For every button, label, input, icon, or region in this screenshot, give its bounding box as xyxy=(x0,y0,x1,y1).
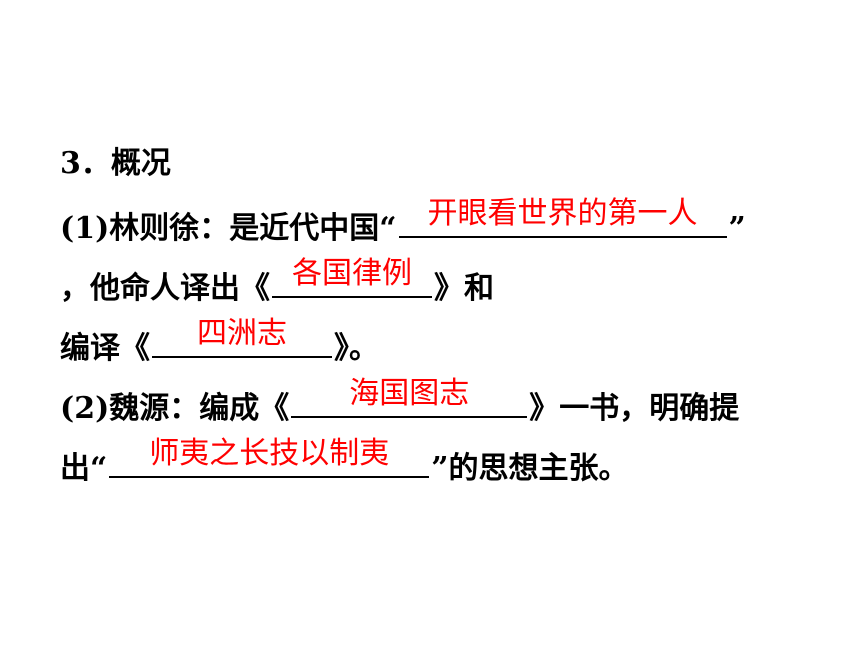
line3-prefix: 编译《 xyxy=(60,331,150,366)
line-idea: 出“ 师夷之长技以制夷 ”的思想主张。 xyxy=(60,438,629,487)
answer-5: 师夷之长技以制夷 xyxy=(149,436,390,471)
answer-1: 开眼看世界的第一人 xyxy=(427,196,698,231)
line-compilation: 编译《 四洲志 》。 xyxy=(60,318,379,367)
line1-prefix: (1)林则徐：是近代中国“ xyxy=(60,211,397,246)
line-lin-zexu-title: (1)林则徐：是近代中国“ 开眼看世界的第一人 ” xyxy=(60,198,746,247)
blank-5: 师夷之长技以制夷 xyxy=(109,438,430,478)
line3-suffix: 》。 xyxy=(334,331,379,366)
blank-3: 四洲志 xyxy=(152,318,332,358)
answer-3: 四洲志 xyxy=(197,316,287,351)
line-wei-yuan: (2)魏源：编成《 海国图志 》一书，明确提 xyxy=(60,378,740,427)
line1-suffix: ” xyxy=(728,211,746,246)
line2-suffix: 》和 xyxy=(434,271,494,306)
blank-4: 海国图志 xyxy=(291,378,528,418)
line2-prefix: ，他命人译出《 xyxy=(60,271,270,306)
line4-prefix: (2)魏源：编成《 xyxy=(60,391,290,426)
line5-suffix: ”的思想主张。 xyxy=(431,451,629,486)
line-translation: ，他命人译出《各国律例》和 xyxy=(60,258,494,307)
blank-1: 开眼看世界的第一人 xyxy=(398,198,727,238)
blank-2: 各国律例 xyxy=(272,258,432,298)
answer-2: 各国律例 xyxy=(292,256,412,291)
heading-text: 3．概况 xyxy=(60,146,171,181)
answer-4: 海国图志 xyxy=(349,376,470,411)
section-heading: 3．概况 xyxy=(60,146,171,182)
line4-suffix: 》一书，明确提 xyxy=(529,391,740,426)
line5-prefix: 出“ xyxy=(60,451,108,486)
